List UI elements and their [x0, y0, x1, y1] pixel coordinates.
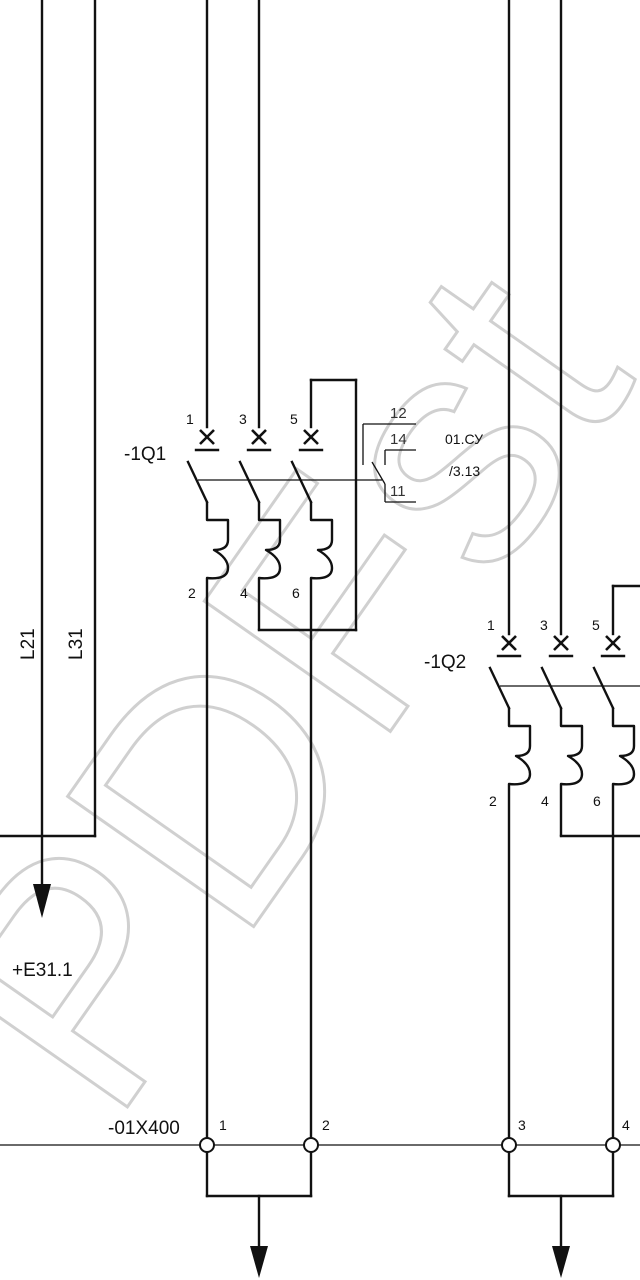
terminal-label-2: 2	[322, 1117, 330, 1133]
breaker-1q2-xmarks	[496, 635, 626, 658]
breaker-1q1-xmarks	[194, 429, 324, 452]
breaker-1q1-term-1: 1	[186, 411, 194, 427]
aux-contact-term-11: 11	[390, 483, 406, 500]
aux-contact-ref: 01.СУ	[445, 431, 483, 447]
breaker-1q2-term-2: 2	[489, 793, 497, 809]
arrow-down-icon	[250, 1246, 268, 1278]
left-line-l21	[0, 0, 97, 838]
breaker-1q1-label: -1Q1	[124, 444, 166, 465]
breaker-1q2	[488, 0, 640, 1142]
terminal-label-3: 3	[518, 1117, 526, 1133]
terminal-label-4: 4	[622, 1117, 630, 1133]
left-line-l31	[33, 0, 51, 918]
breaker-1q1-term-6: 6	[292, 585, 300, 601]
breaker-1q2-term-3: 3	[540, 617, 548, 633]
terminal-1	[199, 1137, 215, 1153]
breaker-1q2-term-1: 1	[487, 617, 495, 633]
breaker-1q1-term-4: 4	[240, 585, 248, 601]
arrow-target-label: +E31.1	[12, 960, 73, 981]
aux-contact-term-14: 14	[390, 431, 407, 448]
aux-contact-page-ref: /3.13	[449, 463, 480, 479]
breaker-1q1-term-2: 2	[188, 585, 196, 601]
breaker-1q1-term-3: 3	[239, 411, 247, 427]
aux-contact	[362, 423, 416, 503]
breaker-1q2-term-5: 5	[592, 617, 600, 633]
breaker-1q1-term-5: 5	[290, 411, 298, 427]
breaker-1q2-term-4: 4	[541, 793, 549, 809]
terminal-label-1: 1	[219, 1117, 227, 1133]
breaker-1q1	[186, 0, 382, 1142]
terminal-strip-label: -01X400	[108, 1118, 180, 1139]
arrow-down-icon	[552, 1246, 570, 1278]
terminal-4	[605, 1137, 621, 1153]
line-label-l31: L31	[66, 628, 87, 660]
arrow-down-icon	[33, 884, 51, 918]
terminal-3	[501, 1137, 517, 1153]
breaker-1q2-label: -1Q2	[424, 652, 466, 673]
terminal-2	[303, 1137, 319, 1153]
aux-contact-term-12: 12	[390, 405, 407, 422]
terminal-strip	[0, 1137, 640, 1278]
line-label-l21: L21	[18, 628, 39, 660]
breaker-1q2-term-6: 6	[593, 793, 601, 809]
